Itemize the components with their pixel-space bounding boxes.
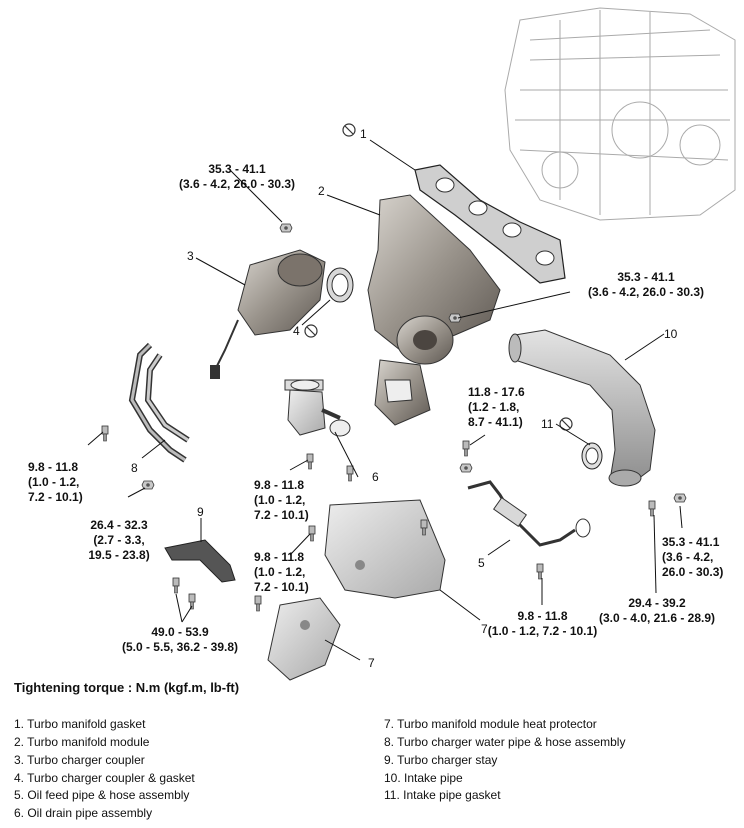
torque-spec-intake-nut: 35.3 - 41.1 (3.6 - 4.2, 26.0 - 30.3) xyxy=(662,535,724,579)
legend-item: 9. Turbo charger stay xyxy=(384,753,498,767)
no-reuse-icon xyxy=(304,123,573,431)
intake-pipe-gasket-illustration xyxy=(581,442,603,470)
legend-item: 10. Intake pipe xyxy=(384,771,463,785)
legend-item: 6. Oil drain pipe assembly xyxy=(14,806,153,820)
turbo-manifold-gasket-illustration xyxy=(414,164,566,284)
torque-spec-water-pipe-nut: 26.4 - 32.3 (2.7 - 3.3, 19.5 - 23.8) xyxy=(88,518,150,562)
torque-spec-water-pipe-bolt: 9.8 - 11.8 (1.0 - 1.2, 7.2 - 10.1) xyxy=(28,460,83,504)
legend-item: 8. Turbo charger water pipe & hose assem… xyxy=(384,735,626,749)
legend-item: 4. Turbo charger coupler & gasket xyxy=(14,771,195,785)
callout-10: 10 xyxy=(664,327,678,341)
callout-4: 4 xyxy=(293,324,300,338)
torque-spec-drain-pipe: 9.8 - 11.8 (1.0 - 1.2, 7.2 - 10.1) xyxy=(254,478,309,522)
legend-item: 5. Oil feed pipe & hose assembly xyxy=(14,788,190,802)
oil-drain-pipe-illustration xyxy=(284,379,351,437)
legend-item: 3. Turbo charger coupler xyxy=(14,753,145,767)
engine-outline-illustration xyxy=(504,7,736,221)
torque-spec-oil-feed-lower: 9.8 - 11.8 (1.0 - 1.2, 7.2 - 10.1) xyxy=(487,609,598,638)
turbo-charger-stay-illustration xyxy=(164,539,236,583)
callout-6: 6 xyxy=(372,470,379,484)
callout-7b: 7 xyxy=(368,656,375,670)
callout-8: 8 xyxy=(131,461,138,475)
torque-spec-stay: 49.0 - 53.9 (5.0 - 5.5, 36.2 - 39.8) xyxy=(121,625,239,654)
callout-9: 9 xyxy=(197,505,204,519)
legend-item: 2. Turbo manifold module xyxy=(14,735,150,749)
callout-2: 2 xyxy=(318,184,325,198)
legend-item: 7. Turbo manifold module heat protector xyxy=(384,717,597,731)
callout-5: 5 xyxy=(478,556,485,570)
callout-3: 3 xyxy=(187,249,194,263)
water-pipe-hose-assembly-illustration xyxy=(128,342,190,463)
torque-spec-coupler-nut: 35.3 - 41.1 (3.6 - 4.2, 26.0 - 30.3) xyxy=(178,162,296,191)
legend-item: 1. Turbo manifold gasket xyxy=(14,717,146,731)
callout-11: 11 xyxy=(541,417,554,431)
leader-lines xyxy=(87,139,683,661)
torque-units-caption: Tightening torque : N.m (kgf.m, lb-ft) xyxy=(14,680,240,695)
torque-spec-intake-bolt: 29.4 - 39.2 (3.0 - 4.0, 21.6 - 28.9) xyxy=(598,596,716,625)
turbo-charger-coupler-gasket-illustration xyxy=(326,267,354,303)
legend-item: 11. Intake pipe gasket xyxy=(384,788,501,802)
torque-spec-heat-protector: 9.8 - 11.8 (1.0 - 1.2, 7.2 - 10.1) xyxy=(254,550,309,594)
torque-spec-manifold-nut: 35.3 - 41.1 (3.6 - 4.2, 26.0 - 30.3) xyxy=(587,270,705,299)
callout-7a: 7 xyxy=(481,622,488,636)
turbo-manifold-module-illustration xyxy=(367,194,501,426)
oil-feed-pipe-illustration xyxy=(467,480,591,547)
turbo-charger-coupler-illustration xyxy=(210,249,326,379)
torque-spec-oil-feed-upper: 11.8 - 17.6 (1.2 - 1.8, 8.7 - 41.1) xyxy=(468,385,525,429)
callout-1: 1 xyxy=(360,127,367,141)
heat-protector-illustration xyxy=(267,499,446,681)
intake-pipe-illustration xyxy=(508,329,656,487)
